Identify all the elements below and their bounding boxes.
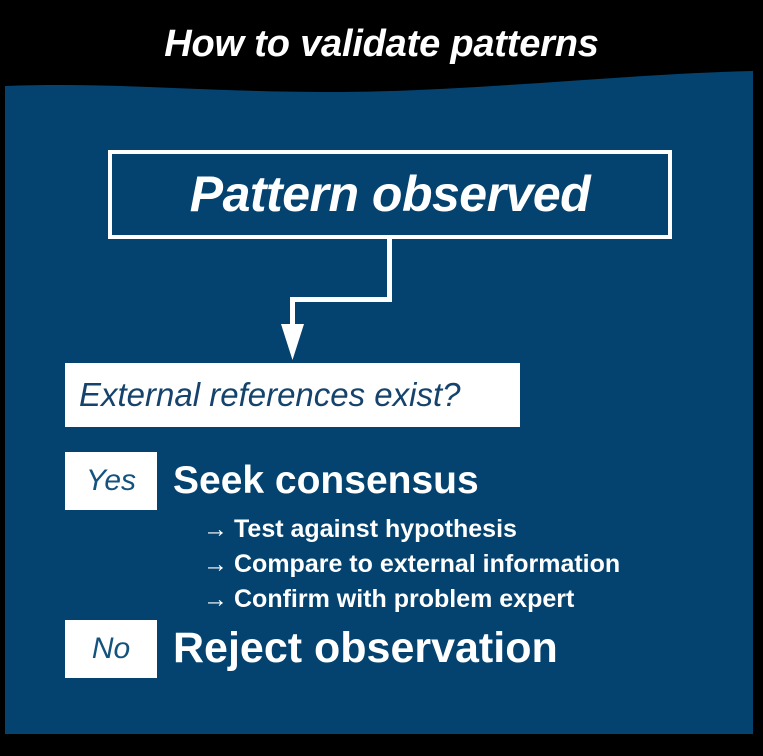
branch-no[interactable]: No Reject observation	[65, 620, 558, 678]
page-title: How to validate patterns	[164, 23, 599, 65]
down-arrow-connector-icon	[270, 236, 410, 366]
list-item: → Compare to external information	[203, 547, 683, 582]
flow-node-pattern-observed-label: Pattern observed	[189, 165, 591, 222]
branch-no-action: Reject observation	[173, 623, 558, 672]
list-item-label: Compare to external information	[234, 550, 621, 578]
list-item-label: Test against hypothesis	[234, 515, 517, 543]
branch-no-tag-label: No	[91, 632, 131, 665]
list-item-label: Confirm with problem expert	[234, 585, 575, 613]
branch-yes-tag: Yes	[65, 452, 157, 510]
branch-no-tag: No	[65, 620, 157, 678]
arrow-right-icon: →	[203, 515, 228, 543]
flow-node-decision-label: External references exist?	[79, 376, 461, 413]
list-item: → Confirm with problem expert	[203, 582, 683, 617]
arrow-right-icon: →	[203, 585, 228, 613]
branch-yes[interactable]: Yes Seek consensus	[65, 452, 479, 510]
flow-node-decision[interactable]: External references exist?	[65, 363, 520, 427]
branch-yes-tag-label: Yes	[85, 464, 137, 497]
arrow-right-icon: →	[203, 550, 228, 578]
branch-yes-steps: → Test against hypothesis → Compare to e…	[203, 512, 683, 617]
branch-yes-action: Seek consensus	[173, 458, 479, 502]
list-item: → Test against hypothesis	[203, 512, 683, 547]
flow-node-pattern-observed[interactable]: Pattern observed	[108, 150, 672, 239]
